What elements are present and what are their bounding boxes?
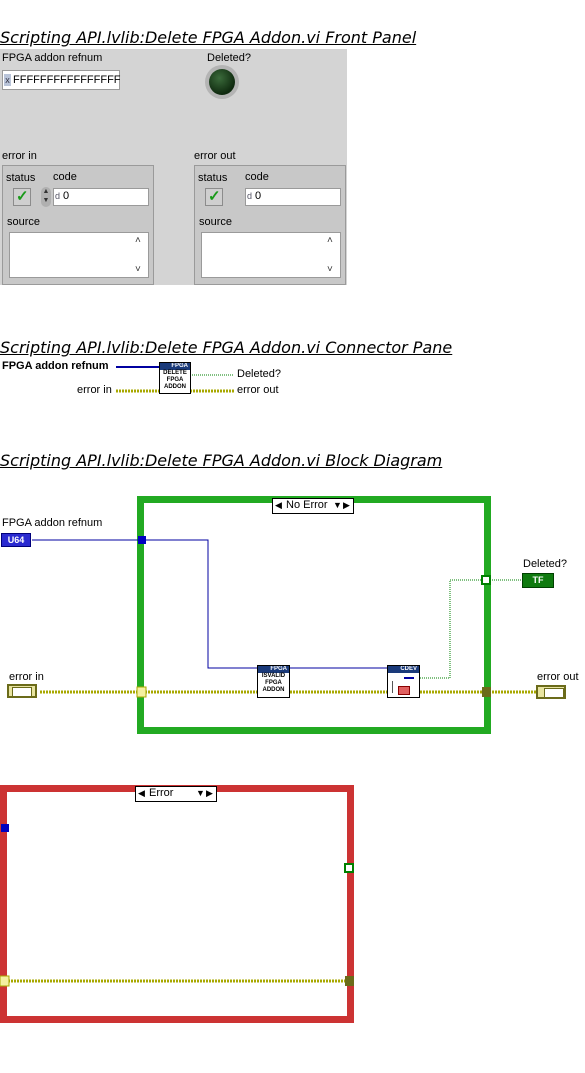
refnum-tunnel (138, 536, 146, 544)
radix-indicator[interactable]: x (4, 74, 11, 86)
code-spinner[interactable]: ▲▼ (41, 187, 51, 207)
deleted-tunnel (481, 575, 491, 585)
decrement-icon[interactable]: ◀ (275, 500, 282, 510)
cp-refnum-label: FPGA addon refnum (2, 360, 109, 372)
deleted-label: Deleted? (207, 52, 252, 64)
dropdown-icon[interactable]: ▼ (196, 788, 205, 798)
error-in-cluster: status code ✓ ▲▼ d 0 source ˄ ˅ (2, 165, 154, 285)
refnum-terminal[interactable]: U64 (1, 533, 31, 547)
scroll-down-icon[interactable]: ˅ (327, 264, 333, 275)
case-label-error: Error (149, 787, 174, 799)
check-icon: ✓ (208, 188, 221, 205)
bd-error-out-label: error out (537, 671, 579, 683)
icon-header: FPGA (160, 363, 190, 370)
error-in-terminal[interactable] (7, 684, 37, 698)
icon-header: CDEV (388, 666, 419, 673)
refnum-control[interactable]: x FFFFFFFFFFFFFFFF (2, 70, 121, 90)
case-structure-error[interactable] (0, 785, 354, 1023)
case-label-no-error: No Error (286, 499, 328, 511)
scrollbar[interactable]: ˄ ˅ (134, 235, 146, 275)
deleted-terminal[interactable]: TF (522, 573, 554, 588)
case-selector-no-error[interactable]: ◀ No Error ▼ ▶ (272, 498, 354, 514)
case-selector-terminal (136, 686, 147, 698)
close-reference-icon[interactable]: CDEV (387, 665, 420, 698)
icon-line: DELETE (163, 370, 187, 376)
connector-pane-title: Scripting API.lvlib:Delete FPGA Addon.vi… (0, 338, 453, 357)
code-radix: d (247, 191, 253, 201)
error-in-status-label: status (6, 172, 36, 184)
error-in-code-field[interactable]: d 0 (53, 188, 149, 206)
error-in-code-value: 0 (63, 190, 70, 202)
bd-refnum-label: FPGA addon refnum (2, 517, 103, 529)
error-out-cluster: status code ✓ d 0 source ˄ ˅ (194, 165, 346, 285)
front-panel: FPGA addon refnum x FFFFFFFFFFFFFFFF Del… (0, 49, 347, 285)
error-out-tunnel (482, 687, 491, 697)
no-error-wires (32, 536, 536, 698)
refnum-tunnel (1, 824, 9, 832)
error-out-code-value: 0 (255, 190, 262, 202)
icon-line: ADDON (262, 687, 285, 693)
bd-error-in-label: error in (9, 671, 44, 683)
deleted-led[interactable] (209, 69, 235, 95)
error-out-tunnel (345, 976, 354, 986)
scroll-down-icon[interactable]: ˅ (135, 264, 141, 275)
error-out-status-indicator: ✓ (205, 188, 223, 206)
refnum-label: FPGA addon refnum (2, 52, 103, 64)
deleted-tunnel (344, 863, 354, 873)
cp-deleted-label: Deleted? (237, 368, 282, 380)
refnum-wire (32, 539, 258, 669)
isvalid-fpga-addon-icon[interactable]: FPGA ISVALID FPGA ADDON (257, 665, 290, 698)
scroll-up-icon[interactable]: ˄ (135, 235, 141, 246)
error-in-code-label: code (53, 171, 77, 183)
icon-header: FPGA (258, 666, 289, 673)
cp-error-in-label: error in (77, 384, 112, 396)
refnum-value: FFFFFFFFFFFFFFFF (13, 74, 121, 86)
error-in-source-label: source (7, 216, 41, 228)
deleted-wire (420, 579, 522, 679)
deleted-led-bezel (205, 65, 239, 99)
error-in-label: error in (2, 150, 37, 162)
error-out-terminal[interactable] (536, 685, 566, 699)
error-in-source-field[interactable]: ˄ ˅ (9, 232, 149, 278)
error-out-code-label: code (245, 171, 269, 183)
error-out-status-label: status (198, 172, 228, 184)
code-radix: d (55, 191, 61, 201)
cp-error-out-label: error out (237, 384, 279, 396)
error-out-code-field: d 0 (245, 188, 341, 206)
icon-line: ADDON (164, 384, 186, 390)
scroll-up-icon[interactable]: ˄ (327, 235, 333, 246)
error-out-source-label: source (199, 216, 233, 228)
error-out-label: error out (194, 150, 236, 162)
icon-line: ISVALID (261, 673, 286, 679)
scrollbar[interactable]: ˄ ˅ (326, 235, 338, 275)
icon-line: FPGA (265, 680, 282, 686)
connector-wires (116, 366, 234, 393)
delete-fpga-addon-icon[interactable]: FPGA DELETE FPGA ADDON (159, 362, 191, 394)
increment-icon[interactable]: ▶ (343, 500, 350, 510)
error-case-wires (0, 824, 354, 987)
increment-icon[interactable]: ▶ (206, 788, 213, 798)
error-out-source-field: ˄ ˅ (201, 232, 341, 278)
case-selector-error[interactable]: ◀ Error ▼ ▶ (135, 786, 217, 802)
check-icon: ✓ (16, 188, 29, 205)
bd-deleted-label: Deleted? (523, 558, 568, 570)
error-in-status-checkbox[interactable]: ✓ (13, 188, 31, 206)
block-diagram-title: Scripting API.lvlib:Delete FPGA Addon.vi… (0, 451, 443, 470)
icon-line: FPGA (166, 377, 184, 383)
front-panel-title: Scripting API.lvlib:Delete FPGA Addon.vi… (0, 28, 417, 47)
dropdown-icon[interactable]: ▼ (333, 500, 342, 510)
decrement-icon[interactable]: ◀ (138, 788, 145, 798)
case-selector-terminal (0, 975, 10, 987)
